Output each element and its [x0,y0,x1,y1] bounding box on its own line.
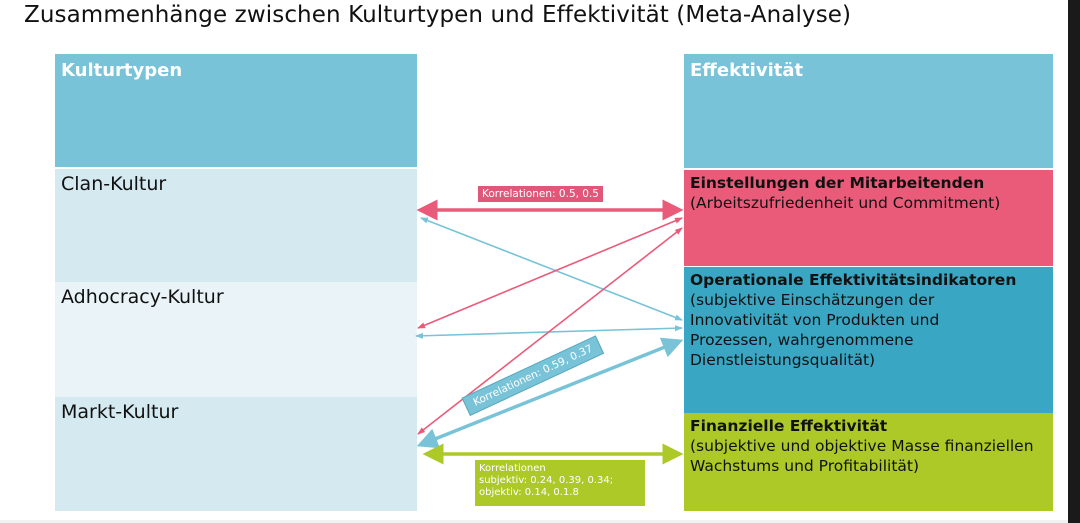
effect-financial: Finanzielle Effektivität (subjektive und… [684,413,1053,511]
financial-label-line2: subjektiv: 0.24, 0.39, 0.34; [479,475,614,486]
culture-clan: Clan-Kultur [55,169,417,282]
correlation-label-markt-operational: Korrelationen: 0.59, 0.37 [461,335,605,416]
effect-employee-attitudes: Einstellungen der Mitarbeitenden (Arbeit… [684,170,1053,266]
effect-financial-desc: (subjektive und objektive Masse finanzie… [690,437,1034,475]
effektivitaet-header: Effektivität [684,54,1053,168]
arrow-operational-clan [420,217,683,321]
window-edge [1068,0,1080,523]
culture-clan-label: Clan-Kultur [61,173,167,195]
arrow-adhocracy-operational [415,325,683,339]
culture-adhocracy: Adhocracy-Kultur [55,282,417,397]
financial-label-line1: Korrelationen [479,463,546,474]
effect-operational: Operationale Effektivitätsindikatoren (s… [684,267,1053,413]
correlation-label-clan: Korrelationen: 0.5, 0.5 [478,186,603,202]
effect-employee-attitudes-desc: (Arbeitszufriedenheit und Commitment) [690,194,1001,212]
culture-markt: Markt-Kultur [55,397,417,511]
kulturtypen-header-label: Kulturtypen [61,60,183,81]
correlation-label-markt-financial: Korrelationen subjektiv: 0.24, 0.39, 0.3… [475,460,645,506]
arrow-attitudes-adhocracy [417,217,683,329]
effect-financial-title: Finanzielle Effektivität [690,417,888,435]
arrow-attitudes-markt [417,227,683,435]
effect-employee-attitudes-title: Einstellungen der Mitarbeitenden [690,174,985,192]
effect-operational-title: Operationale Effektivitätsindikatoren [690,271,1017,289]
effektivitaet-header-label: Effektivität [690,60,804,81]
kulturtypen-header: Kulturtypen [55,54,417,167]
page-title: Zusammenhänge zwischen Kulturtypen und E… [24,2,852,28]
culture-adhocracy-label: Adhocracy-Kultur [61,286,224,308]
bottom-divider [0,520,1068,523]
culture-markt-label: Markt-Kultur [61,401,179,423]
financial-label-line3: objektiv: 0.14, 0.1.8 [479,487,579,498]
effect-operational-desc: (subjektive Einschätzungen der Innovativ… [690,291,940,369]
